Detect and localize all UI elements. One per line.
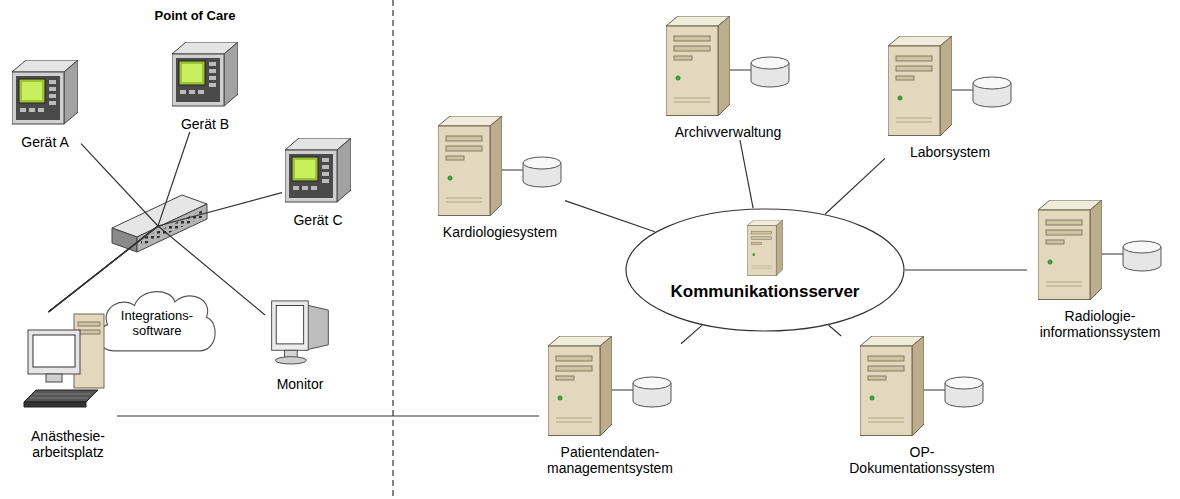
node-label: Kommunikationsserver (625, 282, 905, 302)
node-label: Anästhesie- arbeitsplatz (22, 428, 114, 460)
monitor-icon (268, 296, 332, 368)
node-label: Laborsystem (885, 144, 1015, 160)
software-cloud: Integrations- software (94, 284, 220, 358)
network-link (829, 325, 841, 336)
node-label: Gerät A (9, 134, 81, 150)
ws-icon (22, 312, 114, 420)
network-link (825, 158, 885, 214)
divider-line (392, 0, 393, 499)
server-node: Patientendaten- managementsystem (539, 336, 681, 476)
server-node: Radiologie- informationssystem (1027, 200, 1173, 340)
server-icon (438, 116, 562, 216)
network-link (681, 325, 702, 343)
node-label: OP- Dokumentationssystem (842, 444, 1002, 476)
device-icon (12, 60, 78, 126)
node-label: Patientendaten- managementsystem (542, 444, 678, 476)
node-label: Archivverwaltung (663, 124, 793, 140)
server-node: Archivverwaltung (663, 16, 793, 140)
server-ellipse: Kommunikationsserver (625, 208, 905, 332)
server-node: OP- Dokumentationssystem (839, 336, 1005, 476)
network-link (48, 132, 189, 312)
node-label: Integrations- software (109, 308, 205, 338)
node-label: Kardiologiesystem (435, 224, 565, 240)
network-link (48, 144, 158, 312)
node-label: Radiologie- informationssystem (1030, 308, 1170, 340)
device-node: Gerät C (282, 138, 354, 228)
server-icon (548, 336, 672, 436)
network-link (905, 269, 1027, 270)
network-link (740, 140, 753, 208)
node-label: Monitor (265, 376, 335, 392)
node-label: Gerät C (282, 212, 354, 228)
monitor-node: Monitor (265, 296, 335, 392)
network-link (565, 201, 655, 232)
region-label: Point of Care (155, 8, 236, 23)
server-node: Laborsystem (885, 36, 1015, 160)
device-node: Gerät A (9, 60, 81, 150)
ws-node: Anästhesie- arbeitsplatz (19, 312, 117, 460)
network-switch (112, 195, 207, 252)
device-icon (172, 42, 238, 108)
server-node: Kardiologiesystem (435, 116, 565, 240)
server-icon (747, 220, 783, 276)
node-label: Gerät B (169, 116, 241, 132)
server-icon (666, 16, 790, 116)
server-icon (860, 336, 984, 436)
network-link (117, 415, 539, 416)
device-node: Gerät B (169, 42, 241, 132)
server-icon (1038, 200, 1162, 300)
device-icon (285, 138, 351, 204)
server-icon (888, 36, 1012, 136)
